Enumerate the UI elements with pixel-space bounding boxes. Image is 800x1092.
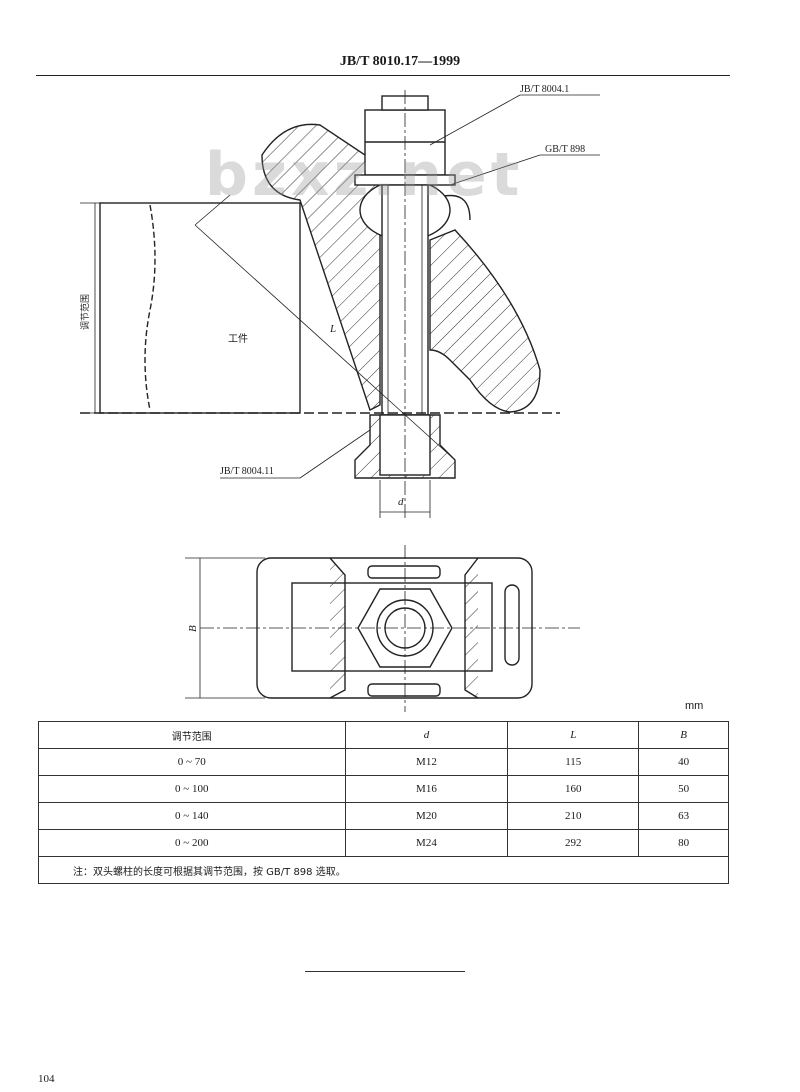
diameter-symbol: d (398, 496, 404, 508)
stud-standard-label: GB/T 898 (545, 144, 585, 155)
cell-range: 0 ~ 200 (38, 829, 346, 857)
table-note-row: 注：双头螺柱的长度可根据其调节范围，按 GB/T 898 选取。 (38, 856, 729, 884)
front-view (80, 90, 600, 520)
workpiece-label: 工件 (228, 333, 248, 345)
cell-l: 160 (507, 775, 640, 803)
cell-range: 0 ~ 100 (38, 775, 346, 803)
cell-b: 63 (638, 802, 729, 830)
header-adjust-range: 调节范围 (38, 721, 346, 749)
top-view (185, 545, 580, 712)
cell-d: M12 (344, 748, 509, 776)
workpiece-outline (99, 202, 301, 414)
header-d: d (344, 721, 509, 749)
cell-d: M20 (344, 802, 509, 830)
header-l: L (507, 721, 640, 749)
header-b: B (638, 721, 729, 749)
width-symbol: B (187, 625, 199, 632)
table-row: 0 ~ 200 M24 292 80 (38, 829, 729, 857)
cell-b: 50 (638, 775, 729, 803)
watermark: bzxz.net (205, 140, 524, 210)
unit-label: mm (685, 700, 704, 712)
table-row: 0 ~ 70 M12 115 40 (38, 748, 729, 776)
header-rule (36, 75, 730, 76)
table-row: 0 ~ 100 M16 160 50 (38, 775, 729, 803)
table-note: 注：双头螺柱的长度可根据其调节范围，按 GB/T 898 选取。 (38, 856, 729, 884)
footer-rule (305, 971, 465, 972)
table-row: 0 ~ 140 M20 210 63 (38, 802, 729, 830)
clamp-body-right (429, 229, 541, 413)
cell-d: M24 (344, 829, 509, 857)
cell-range: 0 ~ 70 (38, 748, 346, 776)
length-symbol: L (329, 323, 336, 335)
technical-drawing: JB/T 8004.1 GB/T 898 JB/T 8004.11 调节范围 工… (79, 84, 600, 712)
cell-b: 80 (638, 829, 729, 857)
nut-standard-label: JB/T 8004.1 (520, 84, 569, 95)
cell-b: 40 (638, 748, 729, 776)
cell-l: 210 (507, 802, 640, 830)
cell-l: 115 (507, 748, 640, 776)
cell-d: M16 (344, 775, 509, 803)
specification-table: 调节范围 d L B 0 ~ 70 M12 115 40 0 ~ 100 M16… (38, 721, 729, 884)
standard-header: JB/T 8010.17—1999 (339, 54, 461, 69)
cell-l: 292 (507, 829, 640, 857)
clamp-body (261, 123, 381, 411)
table-header-row: 调节范围 d L B (38, 721, 729, 749)
range-label: 调节范围 (79, 294, 91, 330)
page-number: 104 (38, 1073, 55, 1085)
t-bolt-standard-label: JB/T 8004.11 (220, 466, 274, 477)
cell-range: 0 ~ 140 (38, 802, 346, 830)
